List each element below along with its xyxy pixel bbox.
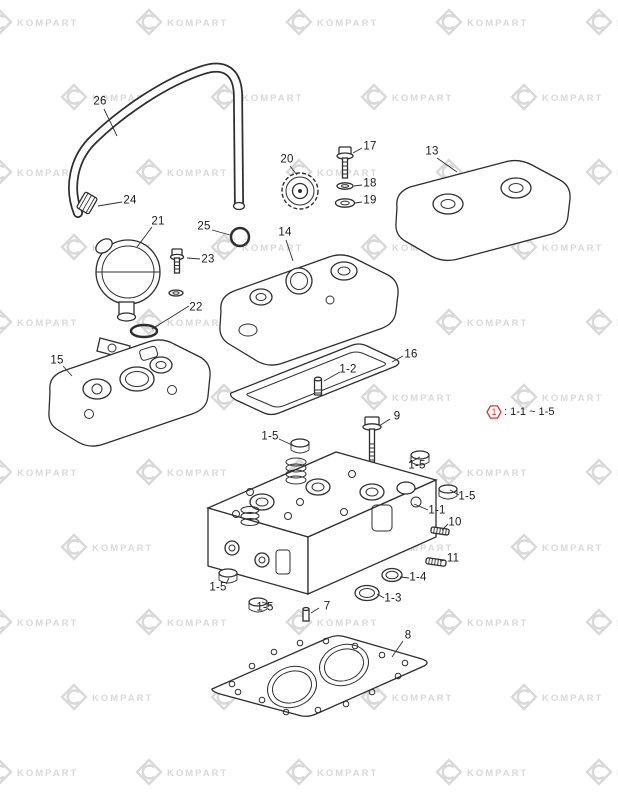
part-head-gasket (211, 635, 428, 717)
callout-1-5-d: 1-5 (209, 581, 227, 594)
reference-note-text: : 1-1 ~ 1-5 (504, 405, 555, 418)
callout-26: 26 (93, 95, 107, 108)
callout-1-5-c: 1-5 (458, 490, 476, 503)
part-cup-plug-1-3 (354, 584, 380, 602)
callout-25: 25 (197, 220, 211, 233)
callout-16: 16 (404, 348, 418, 361)
svg-text:1: 1 (491, 407, 496, 417)
callout-7: 7 (323, 600, 331, 613)
part-o-ring-25 (229, 226, 251, 248)
part-filler-cap (281, 172, 319, 210)
callout-19: 19 (363, 194, 377, 207)
part-breather-assembly (95, 238, 161, 360)
part-dowel-pin (302, 606, 310, 622)
callout-1-5-e: 1-5 (256, 601, 274, 614)
callout-17: 17 (363, 140, 377, 153)
part-stud-10 (430, 526, 450, 536)
callout-14: 14 (278, 226, 292, 239)
part-cup-plug-1-4 (381, 567, 403, 583)
part-cylinder-head (206, 451, 438, 596)
leader-lines (62, 108, 460, 658)
callout-24: 24 (123, 194, 137, 207)
part-valve-cover-left (48, 339, 211, 447)
callout-23: 23 (201, 253, 215, 266)
callout-15: 15 (50, 354, 64, 367)
callout-10: 10 (448, 516, 462, 529)
callout-13: 13 (425, 145, 439, 158)
callout-9: 9 (393, 410, 401, 423)
part-breather-hose (68, 62, 246, 218)
part-washer-18 (336, 182, 354, 190)
callout-1-5-a: 1-5 (261, 430, 279, 443)
part-o-ring-22 (129, 323, 159, 339)
part-hose-clamp (76, 191, 98, 215)
part-bolt-17 (336, 146, 354, 179)
callout-11: 11 (446, 552, 460, 565)
callout-1-4: 1-4 (409, 571, 427, 584)
callout-22: 22 (189, 301, 203, 314)
part-valve-cover-right (395, 159, 571, 262)
part-seal-washer-19 (334, 198, 356, 208)
callout-21: 21 (151, 215, 165, 228)
hexagon-ref-icon: 1 (486, 405, 502, 419)
callout-1-1: 1-1 (428, 504, 446, 517)
callout-1-2: 1-2 (339, 363, 357, 376)
callout-20: 20 (280, 153, 294, 166)
callout-1-3: 1-3 (384, 592, 402, 605)
valve-spring (285, 457, 307, 485)
reference-note[interactable]: 1 : 1-1 ~ 1-5 (486, 404, 554, 420)
part-valve-cover-center (219, 254, 399, 366)
part-bolt-9 (362, 416, 382, 463)
callout-8: 8 (404, 629, 412, 642)
part-stud-1-2 (313, 376, 323, 396)
callout-18: 18 (363, 177, 377, 190)
callout-1-5-b: 1-5 (408, 459, 426, 472)
part-stud-11 (425, 557, 447, 567)
valve-spring (240, 506, 260, 526)
part-bolt-23 (168, 248, 185, 297)
